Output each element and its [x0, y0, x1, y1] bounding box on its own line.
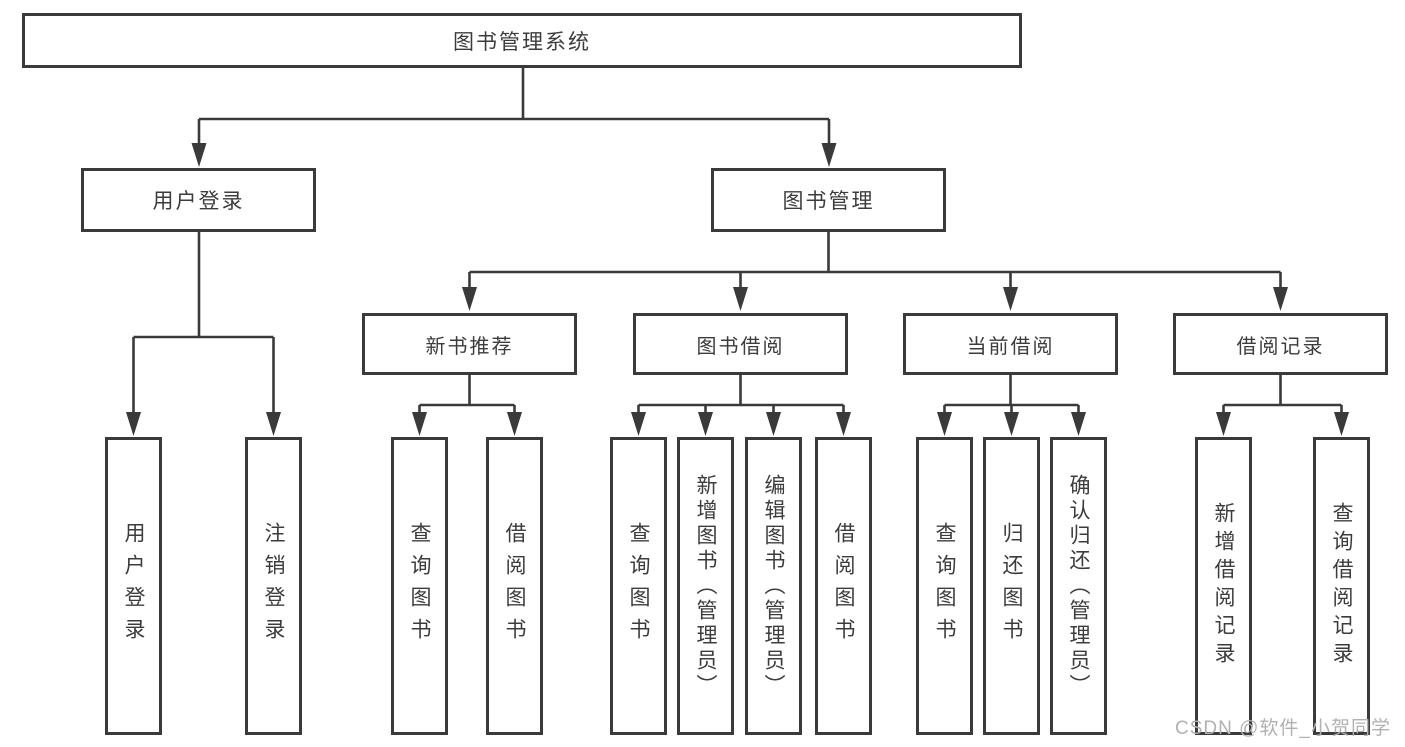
- node-label: 用户登录: [122, 522, 145, 650]
- arrowhead: [821, 143, 837, 167]
- node-label: 图书管理: [782, 190, 875, 213]
- connector-book-management-children: [468, 232, 1282, 291]
- node-label: 新增借阅记录: [1212, 502, 1235, 670]
- arrowhead: [937, 412, 952, 436]
- connector-new-book-recommendation-children: [418, 375, 516, 416]
- node-label: 注销登录: [262, 522, 285, 650]
- connector-book-borrowing-children: [637, 375, 845, 416]
- leaf-query-books-recommend: 查询图书: [391, 437, 448, 735]
- node-label: 查询借阅记录: [1330, 502, 1353, 670]
- node-label: 归还图书: [1000, 522, 1023, 650]
- node-label: 查询图书: [627, 522, 650, 650]
- node-current-borrowing: 当前借阅: [903, 313, 1118, 375]
- leaf-query-books-borrowing: 查询图书: [610, 437, 667, 735]
- connector-user-login-children: [132, 232, 275, 416]
- arrowhead: [631, 412, 646, 436]
- leaf-confirm-return-admin: 确认归还（管理员）: [1050, 437, 1107, 735]
- arrowhead: [1071, 412, 1086, 436]
- leaf-user-login: 用户登录: [105, 437, 162, 735]
- node-label: 图书管理系统: [453, 30, 591, 54]
- node-label: 确认归还（管理员）: [1067, 473, 1090, 699]
- leaf-borrow-books-recommend: 借阅图书: [486, 437, 543, 735]
- node-label: 借阅图书: [503, 522, 526, 650]
- leaf-query-borrow-record: 查询借阅记录: [1313, 437, 1370, 735]
- node-label: 查询图书: [933, 522, 956, 650]
- arrowhead: [191, 143, 207, 167]
- arrowhead: [698, 412, 713, 436]
- csdn-watermark: CSDN @软件_小贺同学: [1175, 718, 1391, 739]
- arrowhead: [733, 287, 748, 311]
- node-user-login: 用户登录: [81, 168, 316, 232]
- leaf-borrow-books: 借阅图书: [815, 437, 872, 735]
- node-label: 查询图书: [408, 522, 431, 650]
- arrowhead: [836, 412, 851, 436]
- node-book-management: 图书管理: [711, 168, 946, 232]
- node-label: 借阅记录: [1236, 335, 1325, 358]
- node-library-management-system: 图书管理系统: [22, 13, 1022, 68]
- arrowhead: [126, 412, 141, 436]
- node-label: 新增图书（管理员）: [694, 473, 717, 699]
- node-label: 图书借阅: [696, 335, 785, 358]
- node-label: 用户登录: [152, 190, 245, 213]
- node-book-borrowing: 图书借阅: [633, 313, 848, 375]
- node-label: 借阅图书: [832, 522, 855, 650]
- leaf-edit-books-admin: 编辑图书（管理员）: [745, 437, 802, 735]
- arrowhead: [1004, 412, 1019, 436]
- arrowhead: [766, 412, 781, 436]
- node-borrowing-records: 借阅记录: [1173, 313, 1388, 375]
- connector-root-to-level2: [197, 68, 831, 145]
- leaf-query-books-current: 查询图书: [916, 437, 973, 735]
- node-label: 新书推荐: [425, 335, 514, 358]
- arrowhead: [412, 412, 427, 436]
- node-new-book-recommendation: 新书推荐: [362, 313, 577, 375]
- connector-borrowing-records-children: [1222, 375, 1343, 416]
- leaf-add-borrow-record: 新增借阅记录: [1195, 437, 1252, 735]
- node-label: 编辑图书（管理员）: [762, 473, 785, 699]
- arrowhead: [1216, 412, 1231, 436]
- arrowhead: [462, 287, 477, 311]
- leaf-return-books: 归还图书: [983, 437, 1040, 735]
- connector-current-borrowing-children: [943, 375, 1080, 416]
- leaf-add-books-admin: 新增图书（管理员）: [677, 437, 734, 735]
- node-label: 当前借阅: [966, 335, 1055, 358]
- arrowhead: [507, 412, 522, 436]
- arrowhead: [266, 412, 281, 436]
- arrowhead: [1003, 287, 1018, 311]
- arrowhead: [1334, 412, 1349, 436]
- leaf-logout: 注销登录: [245, 437, 302, 735]
- arrowhead: [1273, 287, 1288, 311]
